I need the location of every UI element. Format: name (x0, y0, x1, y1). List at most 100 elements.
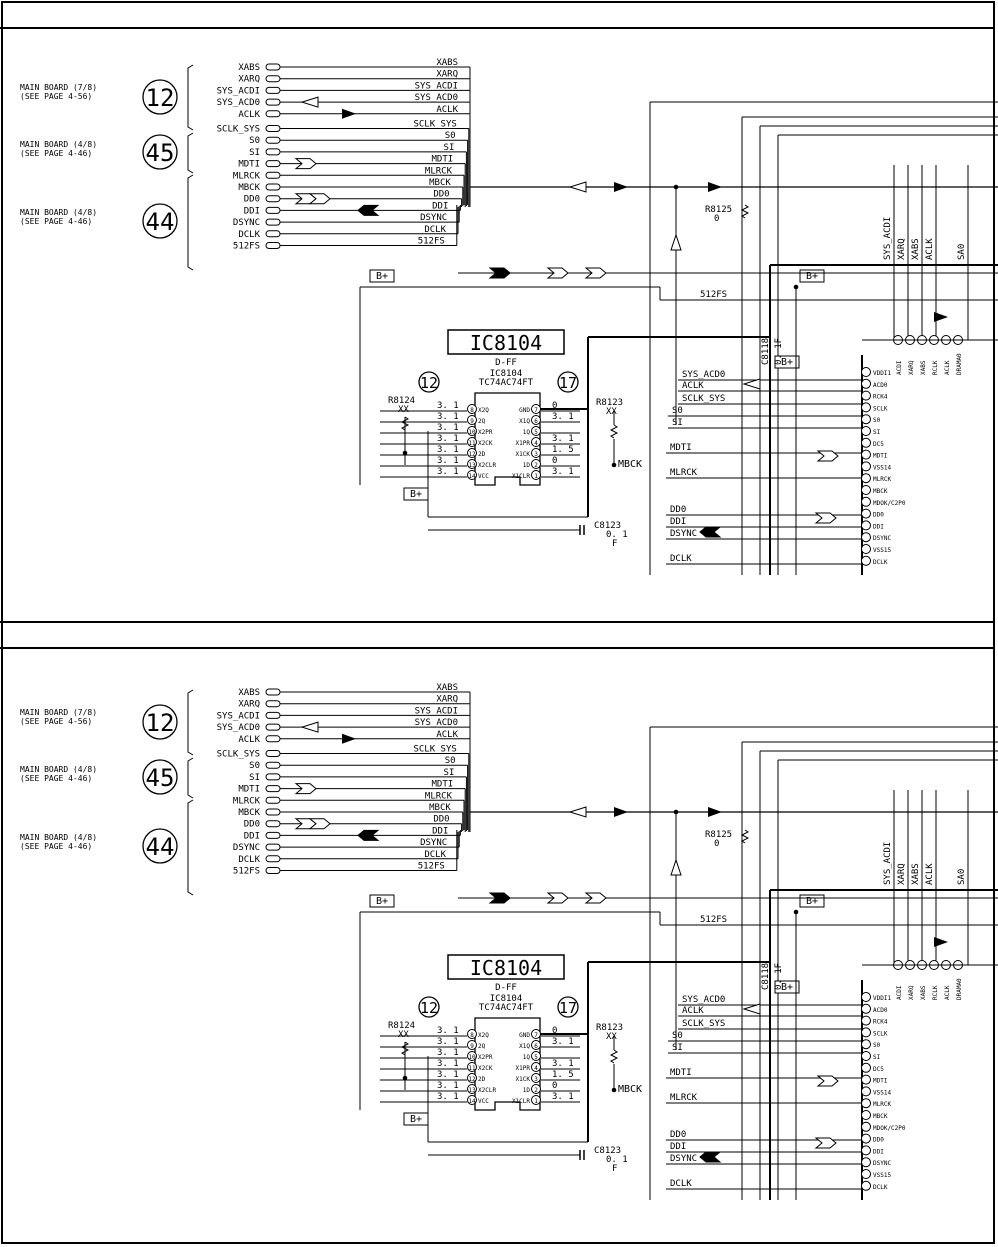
pin-number: 6 (534, 418, 538, 425)
chip-pin-name: DD0 (873, 1137, 884, 1144)
junction-dot (402, 1075, 408, 1081)
connector-pin (265, 125, 281, 132)
chevron-right-icon (294, 783, 317, 795)
bus-label: MDTI (432, 780, 454, 790)
wire-label: S0 (672, 1031, 683, 1041)
pin-voltage: 3. 1 (552, 412, 574, 422)
pin-number: 8 (470, 407, 474, 414)
resistor-value: 0 (714, 214, 719, 224)
wire-label: SYS_ACD0 (682, 370, 725, 380)
vertical-signal-label: SYS_ACDI (883, 217, 893, 260)
board-number-circle (142, 704, 178, 740)
board-number-circle (142, 828, 178, 864)
chevron-right-icon (308, 193, 331, 205)
resistor-value: XX (398, 405, 409, 415)
power-label: B+ (781, 982, 793, 993)
vertical-signal-label: XARQ (897, 863, 907, 885)
signal-name: SI (249, 148, 260, 158)
bus-label: XABS (436, 683, 458, 693)
chevron-left-icon (488, 892, 511, 904)
chip-top-pin-name: ACDI (896, 985, 903, 1000)
chip-pin-name: DC5 (873, 1066, 884, 1073)
pin-number: 4 (534, 440, 538, 447)
vertical-signal-label: XARQ (897, 238, 907, 260)
pin-circle (861, 449, 871, 460)
chip-pin-name: DC5 (873, 441, 884, 448)
signal-name: SYS_ACD0 (217, 98, 260, 108)
pin-circle (861, 414, 871, 425)
pin-circle (531, 426, 541, 436)
signal-name: XARQ (238, 75, 260, 85)
pin-voltage: 3. 1 (437, 1059, 459, 1069)
pin-marker-circle (418, 996, 440, 1018)
pin-number: 6 (534, 1043, 538, 1050)
vertical-signal-label: SYS_ACDI (883, 842, 893, 885)
pin-name: 2D (478, 1076, 486, 1083)
pin-voltage: 0 (552, 1081, 557, 1091)
connector-pin (265, 206, 281, 214)
chip-pin-name: VDDI1 (873, 370, 891, 377)
pin-name: VCC (478, 1098, 489, 1105)
pin-circle (861, 1039, 871, 1050)
pin-voltage: 3. 1 (437, 445, 459, 455)
power-box (369, 894, 395, 908)
pin-marker-text: 12 (420, 999, 438, 1017)
group-brace (187, 799, 194, 896)
junction-dot (793, 284, 799, 290)
bus-label: SYS_ACDI (415, 706, 458, 716)
board-ref-text: MAIN BOARD (4/8) (20, 140, 97, 149)
chip-pin-name: VSS14 (873, 1089, 891, 1096)
bus-label: SYS_ACD0 (415, 93, 458, 103)
pin-circle (861, 473, 871, 484)
chip-pin-name: DD0 (873, 512, 884, 519)
signal-name: SCLK_SYS (217, 125, 260, 135)
group-brace (187, 689, 194, 756)
ic-body (474, 1017, 541, 1111)
arrow-open-left (568, 181, 587, 193)
connector-pin (265, 735, 281, 743)
signal-name: DCLK (238, 230, 260, 240)
pin-circle (861, 402, 871, 413)
arrow-solid-right (342, 733, 356, 744)
resistor-r8123 (609, 1049, 619, 1064)
pin-name: X1Q (519, 418, 530, 425)
pin-circle (531, 1040, 541, 1050)
pin-marker-text: 12 (420, 374, 438, 392)
connector-pin (265, 843, 281, 851)
pin-circle (861, 1110, 871, 1120)
chip-top-pin-name: ACLK (944, 985, 951, 1000)
bus-label: XARQ (436, 695, 458, 705)
pin-voltage: 3. 1 (552, 1059, 574, 1069)
signal-name: MBCK (238, 183, 260, 193)
connector-pin (265, 831, 281, 839)
pin-circle (861, 1157, 871, 1168)
pin-name: X2Q (478, 407, 489, 414)
bus-label: DSYNC (420, 213, 447, 223)
pin-circle (861, 1098, 871, 1109)
board-number-circle (142, 759, 178, 795)
signal-name: SYS_ACDI (217, 86, 260, 96)
pin-name: X1CLR (512, 473, 530, 480)
pin-name: X2CK (478, 1065, 493, 1072)
cap-value: 0. 1 (606, 1155, 628, 1165)
pin-circle (861, 1145, 871, 1156)
pin-number: 13 (468, 1087, 476, 1094)
resistor-r8125 (740, 829, 750, 844)
pin-name: X2CLR (478, 462, 496, 469)
pin-number: 5 (534, 429, 538, 436)
chip-pin-name: MDOK/C2P0 (873, 1125, 906, 1132)
pin-circle (861, 1027, 871, 1038)
pin-number: 11 (468, 1065, 476, 1072)
connector-pin (265, 148, 281, 156)
vertical-signal-label: XABS (911, 238, 921, 260)
pin-voltage: 3. 1 (552, 434, 574, 444)
pin-number: 10 (468, 429, 476, 436)
board-number-text: 12 (146, 709, 175, 737)
connector-pin (265, 867, 281, 874)
pin-circle (531, 1051, 541, 1061)
bus-label: 512FS (418, 862, 445, 872)
arrow-open-up (670, 233, 682, 251)
arrow-solid-right (614, 182, 628, 192)
chip-pin-name: VDDI1 (873, 995, 891, 1002)
wire-label: DDI (670, 1142, 686, 1152)
